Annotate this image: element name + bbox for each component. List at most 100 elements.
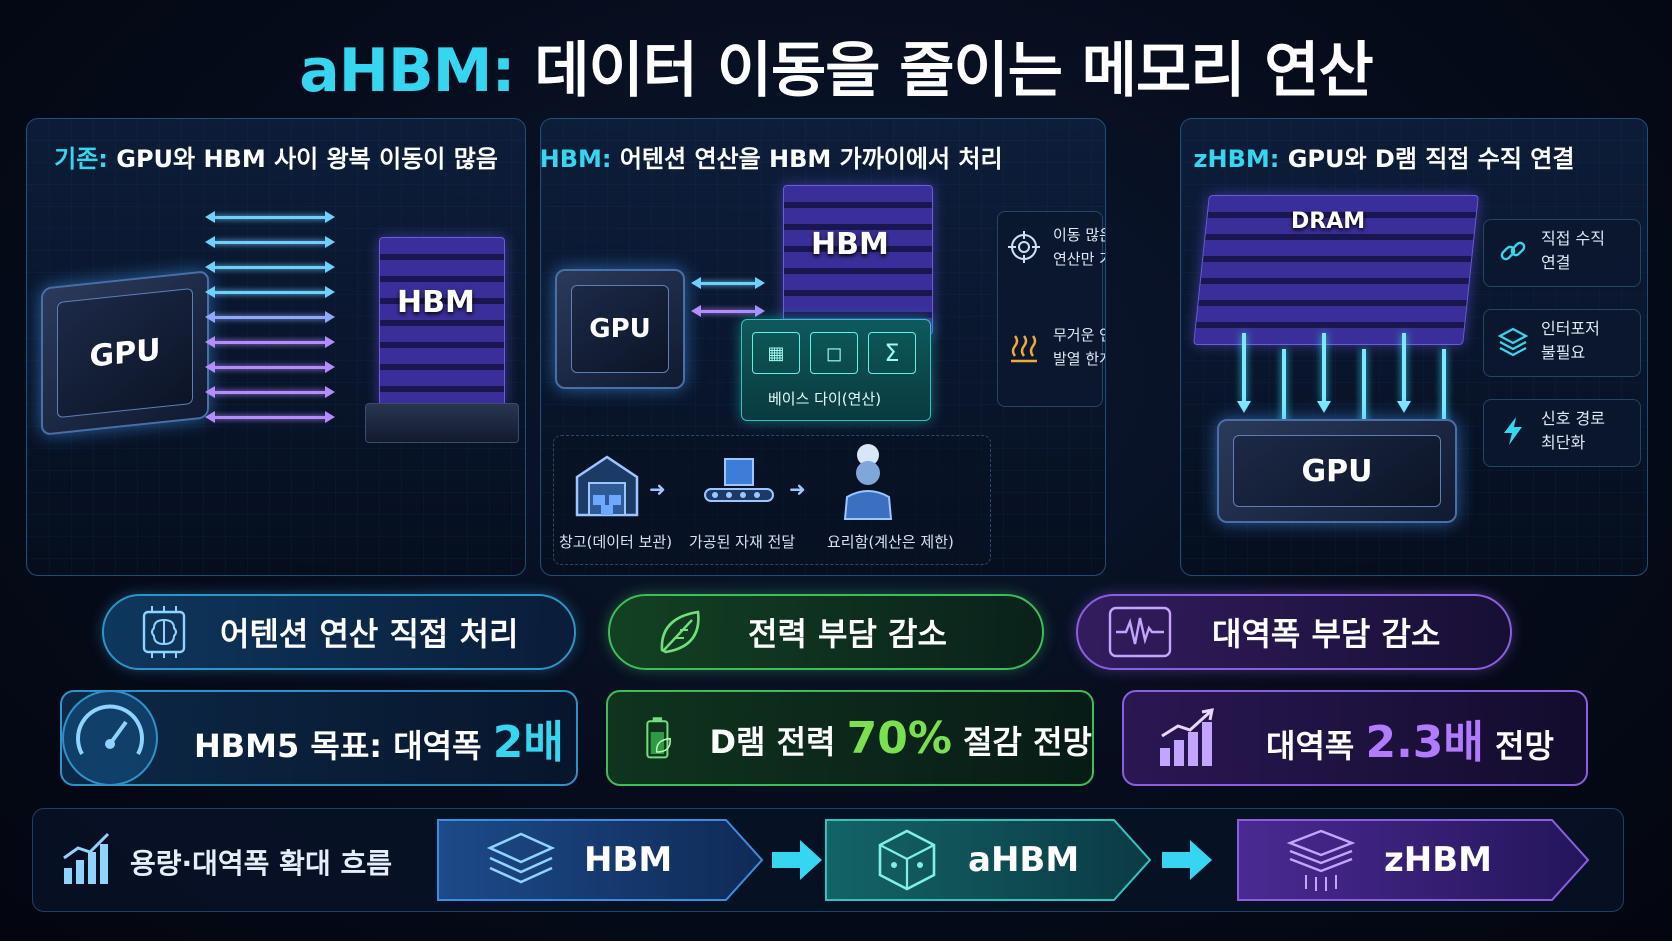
flow-label: 창고(데이터 보관) bbox=[559, 533, 673, 551]
side-item-layers: 인터포저 불필요 bbox=[1497, 317, 1600, 365]
grid-icon: ▦ bbox=[752, 332, 800, 374]
gpu-chip: GPU bbox=[41, 270, 209, 436]
side-card bbox=[1483, 309, 1641, 377]
step-label: zHBM bbox=[1384, 840, 1492, 880]
hbm-base bbox=[365, 403, 519, 443]
title-rest: 데이터 이동을 줄이는 메모리 연산 bbox=[534, 36, 1373, 106]
feature-pill-power: 전력 부담 감소 bbox=[608, 594, 1044, 670]
stat-value: 2.3배 bbox=[1365, 717, 1484, 768]
side-item-text: 이동 많은 연산만 가까이 bbox=[1053, 226, 1105, 268]
stat-bandwidth: 대역폭 2.3배 전망 bbox=[1122, 690, 1588, 786]
side-item-text: 직접 수직 연결 bbox=[1541, 229, 1605, 272]
stat-suffix: 전망 bbox=[1483, 727, 1554, 765]
square-icon: ◻ bbox=[810, 332, 858, 374]
bidirectional-arrow bbox=[205, 361, 335, 373]
panel-text: 어텐션 연산을 HBM 가까이에서 처리 bbox=[619, 145, 1003, 173]
feature-pill-bandwidth: 대역폭 부담 감소 bbox=[1076, 594, 1512, 670]
side-item-link: 직접 수직 연결 bbox=[1497, 227, 1605, 275]
stat-prefix: D램 전력 bbox=[709, 722, 847, 761]
feature-pill-label: 대역폭 부담 감소 bbox=[1212, 615, 1441, 653]
feature-pill-attention: 어텐션 연산 직접 처리 bbox=[102, 594, 576, 670]
step-label: aHBM bbox=[968, 840, 1080, 880]
bidirectional-arrow bbox=[205, 236, 335, 248]
bar-growth-icon bbox=[1160, 708, 1214, 766]
side-item-heat: 무거운 연산은 발열 한계 bbox=[1007, 323, 1105, 371]
base-die-label: 베이스 다이(연산) bbox=[768, 390, 882, 408]
panel-ahbm: aHBM: 어텐션 연산을 HBM 가까이에서 처리 GPU HBM ▦ ◻ Σ… bbox=[540, 118, 1106, 576]
hbm-stack-label: HBM bbox=[397, 285, 475, 320]
speedometer-icon bbox=[62, 690, 158, 786]
base-die: ▦ ◻ Σ 베이스 다이(연산) bbox=[741, 319, 931, 421]
bidirectional-arrow bbox=[205, 311, 335, 323]
bidirectional-arrow bbox=[691, 305, 765, 317]
warehouse-icon bbox=[575, 455, 639, 517]
sigma-icon: Σ bbox=[868, 332, 916, 374]
stat-suffix: 절감 전망 bbox=[951, 722, 1092, 761]
panel-key: 기존: bbox=[54, 145, 108, 173]
bidirectional-arrow bbox=[205, 386, 335, 398]
flow-label: 가공된 자재 전달 bbox=[689, 533, 796, 551]
hbm-stack bbox=[783, 185, 933, 335]
bidirectional-arrow bbox=[205, 261, 335, 273]
layers-icon bbox=[1497, 327, 1529, 357]
flow-arrow-icon bbox=[772, 840, 822, 880]
panel-key: zHBM: bbox=[1193, 145, 1280, 173]
target-icon bbox=[1008, 231, 1040, 263]
stat-value: 2배 bbox=[492, 717, 564, 768]
stat-prefix: 대역폭 bbox=[1266, 727, 1366, 765]
bidirectional-arrow bbox=[205, 286, 335, 298]
gpu-chip-label: GPU bbox=[1233, 435, 1441, 507]
feature-pill-label: 어텐션 연산 직접 처리 bbox=[220, 615, 519, 653]
heat-icon bbox=[1011, 335, 1037, 363]
gpu-chip: GPU bbox=[1217, 419, 1457, 523]
panel-zhbm: zHBM: GPU와 D램 직접 수직 연결 DRAM GPU 직접 수직 연결… bbox=[1180, 118, 1648, 576]
panel-text: GPU와 D램 직접 수직 연결 bbox=[1287, 145, 1575, 173]
page-title: aHBM: 데이터 이동을 줄이는 메모리 연산 bbox=[0, 22, 1672, 106]
flow-bar-label: 용량·대역폭 확대 흐름 bbox=[130, 847, 392, 880]
step-label: HBM bbox=[584, 840, 673, 880]
stat-hbm5: HBM5 목표: 대역폭 2배 bbox=[60, 690, 578, 786]
bidirectional-arrow bbox=[205, 211, 335, 223]
side-item-lightning: 신호 경로 최단화 bbox=[1497, 407, 1605, 455]
stat-prefix: HBM5 목표: 대역폭 bbox=[194, 727, 493, 765]
side-item-target: 이동 많은 연산만 가까이 bbox=[1007, 223, 1105, 271]
growth-chart-icon bbox=[63, 832, 110, 884]
conveyor-icon bbox=[704, 458, 774, 502]
cube-icon bbox=[878, 829, 936, 891]
down-arrow bbox=[1317, 333, 1331, 413]
bidirectional-arrow bbox=[205, 411, 335, 423]
flow-arrow-icon: ➜ bbox=[789, 477, 806, 501]
leaf-icon bbox=[660, 610, 700, 654]
panel-title: zHBM: GPU와 D램 직접 수직 연결 bbox=[1181, 139, 1647, 174]
stat-text: HBM5 목표: 대역폭 2배 bbox=[194, 706, 564, 770]
down-arrow bbox=[1397, 333, 1411, 413]
title-accent: aHBM: bbox=[299, 36, 515, 106]
side-item-text: 인터포저 불필요 bbox=[1541, 319, 1600, 362]
panel-title: aHBM: 어텐션 연산을 HBM 가까이에서 처리 bbox=[540, 139, 1105, 174]
step-zhbm: zHBM bbox=[1236, 818, 1592, 902]
stat-value: 70% bbox=[846, 712, 952, 764]
side-card bbox=[1483, 219, 1641, 287]
stack-down-icon bbox=[1286, 829, 1356, 891]
layers-icon bbox=[486, 832, 556, 884]
gpu-chip-label: GPU bbox=[57, 287, 193, 419]
stat-text: D램 전력 70% 절감 전망 bbox=[709, 713, 1092, 764]
step-hbm: HBM bbox=[436, 818, 766, 902]
hbm-stack bbox=[379, 237, 505, 407]
stat-text: 대역폭 2.3배 전망 bbox=[1266, 706, 1554, 770]
panel-conventional: 기존: GPU와 HBM 사이 왕복 이동이 많음 GPU HBM bbox=[26, 118, 526, 576]
base-die-icons: ▦ ◻ Σ bbox=[752, 332, 916, 374]
flow-arrow-icon bbox=[1162, 840, 1212, 880]
waveform-icon bbox=[1108, 606, 1172, 658]
link-icon bbox=[1500, 241, 1526, 261]
feature-pill-label: 전력 부담 감소 bbox=[748, 615, 947, 653]
lightning-icon bbox=[1504, 417, 1522, 445]
side-item-text: 신호 경로 최단화 bbox=[1541, 409, 1605, 452]
bidirectional-arrow bbox=[205, 336, 335, 348]
panel-key: aHBM: bbox=[540, 145, 612, 173]
down-arrow bbox=[1237, 333, 1251, 413]
gpu-chip-label: GPU bbox=[571, 285, 669, 373]
side-card bbox=[997, 211, 1103, 407]
hbm-stack-label: HBM bbox=[811, 227, 889, 262]
dram-stack-label: DRAM bbox=[1291, 209, 1366, 234]
